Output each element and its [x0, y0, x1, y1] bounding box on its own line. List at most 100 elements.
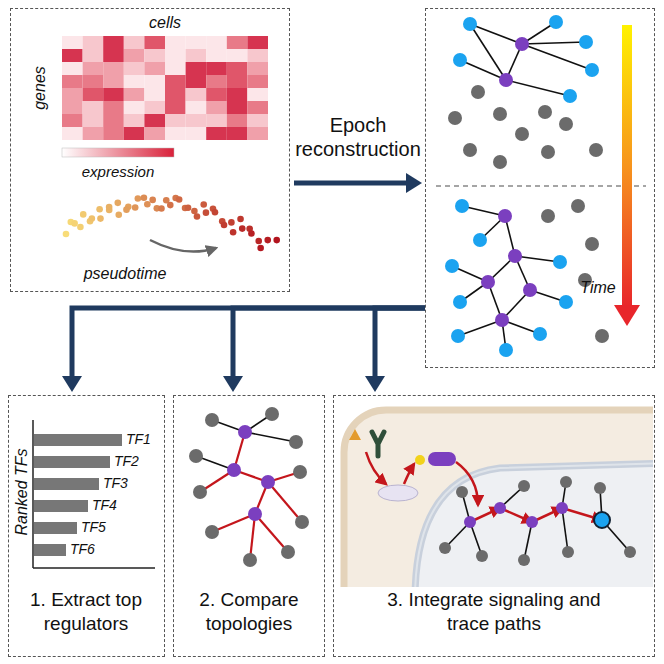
network-node: [189, 449, 203, 463]
network-node: [494, 502, 506, 514]
network-node: [518, 480, 530, 492]
network-node: [563, 89, 577, 103]
network-node: [455, 199, 469, 213]
network-node: [589, 143, 603, 157]
signaling-panel: 3. Integrate signaling and trace paths: [333, 395, 655, 657]
axis-label: genes: [30, 66, 50, 110]
cell-point: [63, 231, 70, 238]
heatmap-cell: [247, 88, 268, 101]
heatmap-cell: [124, 114, 145, 127]
network-node: [515, 37, 529, 51]
network-node: [453, 295, 467, 309]
network-node: [556, 502, 568, 514]
heatmap-cell: [62, 49, 83, 62]
heatmap-cell: [62, 36, 83, 49]
nucleus-network: [439, 476, 636, 566]
connector-arrow: [294, 173, 422, 193]
heatmap-cell: [144, 101, 165, 114]
connector-arrow: [365, 308, 425, 392]
heatmap-cell: [62, 75, 83, 88]
cell-point: [135, 195, 142, 202]
tf-bar: [34, 544, 66, 556]
heatmap-cell: [227, 36, 248, 49]
heatmap-cell: [247, 101, 268, 114]
axis-label: Ranked TFs: [12, 448, 32, 535]
cell-point: [200, 201, 207, 208]
network-edge: [245, 432, 296, 442]
network-node: [243, 553, 257, 567]
cell-point: [144, 201, 151, 208]
heatmap-cell: [165, 36, 186, 49]
heatmap-cell: [103, 49, 124, 62]
network-edge: [470, 24, 506, 80]
network-edge: [268, 482, 302, 522]
heatmap-cell: [144, 62, 165, 75]
cell-point: [106, 204, 113, 211]
tf-bar: [34, 456, 110, 468]
network-node: [473, 233, 487, 247]
epoch-separator: [436, 185, 646, 187]
heatmap-cell: [165, 88, 186, 101]
heatmap-cell: [206, 75, 227, 88]
cell-illustration: [344, 410, 653, 587]
network-node: [481, 275, 495, 289]
heatmap-cell: [124, 75, 145, 88]
connector-arrow: [62, 308, 425, 392]
network-node: [456, 486, 468, 498]
network-node: [205, 525, 219, 539]
network-node: [559, 117, 573, 131]
cell-point: [176, 196, 183, 203]
network-node: [295, 515, 309, 529]
heatmap-cell: [186, 114, 207, 127]
heatmap-cell: [62, 127, 83, 140]
heatmap-cell: [206, 62, 227, 75]
network-node: [238, 425, 252, 439]
network-edge: [458, 320, 502, 336]
network-node: [493, 107, 507, 121]
network-node: [205, 413, 219, 427]
axis-label: pseudotime: [84, 264, 167, 284]
network-node: [585, 63, 599, 77]
network-node: [471, 85, 485, 99]
heatmap-cell: [103, 127, 124, 140]
network-node: [463, 143, 477, 157]
network-edge: [255, 514, 288, 552]
heatmap-cell: [83, 127, 104, 140]
cell-point: [255, 238, 262, 245]
heatmap-cell: [103, 101, 124, 114]
regulators-panel: Ranked TFsTF1TF2TF3TF4TF5TF61. Extract t…: [8, 395, 165, 657]
network-edge: [562, 508, 568, 552]
cell-point: [97, 215, 104, 222]
network-node: [515, 127, 529, 141]
cell-point: [212, 209, 219, 216]
heatmap-cell: [165, 127, 186, 140]
panel-caption: 2. Compare topologies: [179, 588, 319, 636]
heatmap-cell: [227, 75, 248, 88]
heatmap-cell: [227, 101, 248, 114]
heatmap-cell: [165, 49, 186, 62]
network-node: [281, 545, 295, 559]
arrowhead: [62, 376, 82, 392]
network-node: [526, 516, 538, 528]
heatmap-cell: [144, 127, 165, 140]
heatmap-cell: [124, 62, 145, 75]
network-node: [248, 507, 262, 521]
cell-point: [71, 220, 78, 227]
cell-point: [80, 211, 87, 218]
heatmap-cell: [103, 88, 124, 101]
network-node: [579, 35, 593, 49]
time-bar: [622, 25, 632, 307]
heatmap-cell: [62, 88, 83, 101]
heatmap-cell: [165, 62, 186, 75]
network-node: [553, 255, 567, 269]
heatmap-cell: [227, 127, 248, 140]
axis-label: cells: [149, 13, 181, 33]
heatmap-cell: [206, 88, 227, 101]
heatmap-cell: [186, 88, 207, 101]
heatmap-cell: [62, 62, 83, 75]
heatmap-cell: [186, 36, 207, 49]
tf-bar: [34, 500, 88, 512]
cell-point: [239, 225, 246, 232]
